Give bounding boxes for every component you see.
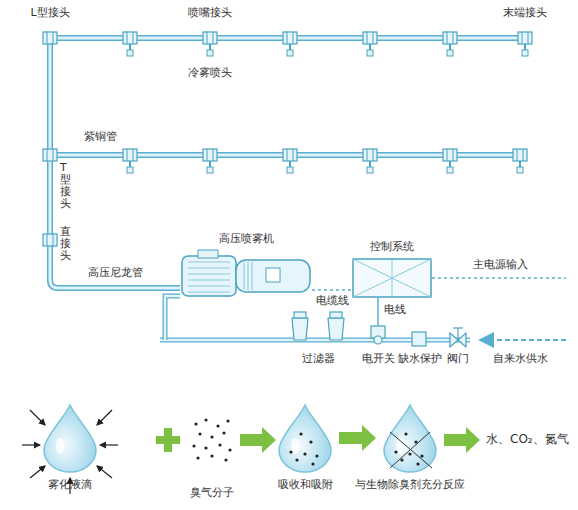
part-label: 电开关 [362,352,395,365]
part-label: 主电源输入 [473,258,528,271]
part-label: 过滤器 [302,352,335,365]
control-box: 控制系统 [352,258,432,298]
part-label: 喷嘴接头 [188,6,232,19]
part-label: 末端接头 [503,6,547,19]
part-label: 电线 [384,303,406,316]
droplet: 吸收和吸附 [277,404,333,472]
part-label: 紫铜管 [84,130,117,143]
part-label: 缺水保护 [398,352,442,365]
part-label: 自来水供水 [493,352,548,365]
part-label: 冷雾喷头 [188,66,232,79]
droplet-outline [42,404,98,472]
node-title: 吸收和吸附 [278,478,333,491]
part-label: 水、CO₂、氮气 [486,432,569,446]
node-title: 与生物除臭剂充分反应 [355,478,465,491]
droplet-outline [382,404,438,472]
part-label: 高压尼龙管 [88,266,143,279]
sprayer-machine: 高压喷雾机 [180,250,312,298]
part-label: 臭气分子 [190,486,234,499]
part-label: L型接头 [30,6,69,19]
node-title: 高压喷雾机 [219,232,274,245]
node-title: 雾化液滴 [48,478,92,491]
part-label: 阀门 [447,352,469,365]
edge-label: 电缆线 [316,294,349,307]
control-box-outline [352,258,432,298]
sprayer-machine-outline [180,250,312,298]
droplet-outline [277,404,333,472]
part-label: 直接头 [60,226,71,262]
droplet: 雾化液滴 [42,404,98,472]
connector [312,289,352,291]
droplet: 与生物除臭剂充分反应 [382,404,438,472]
part-label: T型接头 [60,162,71,210]
connector [339,425,376,451]
node-title: 控制系统 [370,240,414,253]
